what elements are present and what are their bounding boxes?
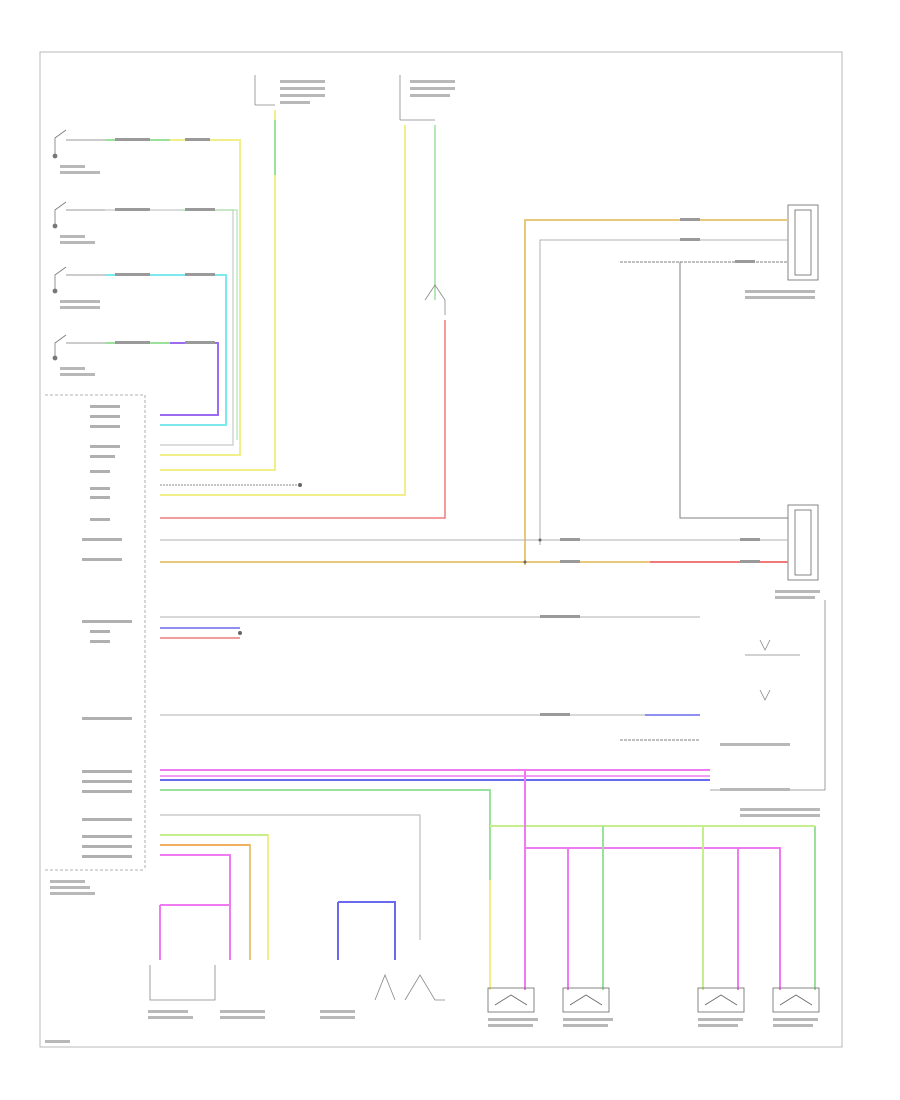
key-switch: [424, 284, 446, 315]
module-pin-labels: [82, 405, 132, 858]
ground-point: [298, 483, 302, 487]
wire-trunk-switch: [338, 901, 396, 960]
component-labels: [45, 80, 820, 1043]
bottom-connector-left: [149, 965, 216, 1001]
ignition-feed-2: [399, 75, 435, 121]
door-actuator-passenger-lower: [487, 987, 535, 1013]
driver-door-lock-actuator: [787, 504, 819, 581]
wire-right-rear-switch: [105, 342, 219, 416]
key-cyl-contacts: [745, 639, 800, 701]
wire-lock-all: [160, 789, 491, 970]
wire-key-switch: [160, 320, 446, 519]
door-actuator-left-rear: [697, 987, 745, 1013]
ignition-feed-1: [254, 75, 275, 106]
door-actuator-rear-right: [772, 987, 820, 1013]
door-actuator-right-rear: [562, 987, 610, 1013]
body-control-module: [45, 394, 146, 871]
door-switch-right-rear: [52, 334, 105, 361]
wire-lower-3: [160, 854, 231, 960]
wire-passenger-switch: [105, 274, 227, 426]
wire-ignition-feed-2: [160, 125, 406, 496]
wire-passenger-actuator-2: [539, 239, 788, 545]
door-switch-passenger: [52, 266, 105, 294]
wire-color-code-marks: [115, 138, 760, 716]
diagram-frame: [39, 51, 843, 1048]
wire-left-rear-switch: [105, 209, 234, 446]
wire-ignition-feed-1: [160, 110, 276, 471]
wire-passenger-actuator-4: [679, 262, 788, 519]
wire-rr-unlock-bus: [525, 847, 781, 990]
wire-driver-door-switch: [105, 139, 241, 456]
wire-left-rear-switch-green: [180, 209, 238, 440]
door-switch-left-rear: [52, 201, 105, 229]
wire-passenger-actuator-1: [524, 219, 788, 565]
passenger-door-lock-actuator: [787, 204, 819, 281]
bottom-connector-trunk-switch: [374, 973, 445, 1001]
wire-lower-2: [160, 844, 251, 960]
door-switch-driver: [52, 129, 105, 159]
wire-lower-1: [160, 834, 269, 960]
wire-ground-bus: [160, 814, 421, 940]
